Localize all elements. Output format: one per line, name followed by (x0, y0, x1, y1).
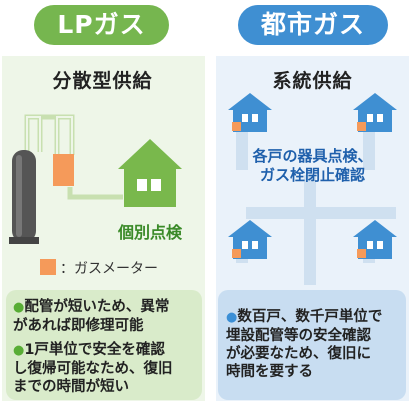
lp-note-item: ●1戸単位で安全を確認 し復帰可能なため、復旧 までの時間が短い (13, 342, 173, 395)
gas-pipe (24, 114, 123, 200)
lp-gas-diagram (9, 114, 182, 244)
city-gas-diagram (228, 93, 397, 285)
lp-gas-subtitle: 分散型供給 (52, 70, 153, 92)
city-gas-notes: ●数百戸、数千戸単位で 埋設配管等の安全確認 が必要なため、復旧に 時間を要する (218, 290, 406, 400)
meter-legend: ：ガスメーター (40, 258, 158, 278)
house-icon-top-right (353, 93, 397, 132)
city-gas-title: 都市ガス (238, 5, 388, 45)
lp-note-item: ●配管が短いため、異常 があれば即修理可能 (13, 299, 170, 334)
lp-gas-notes: ●配管が短いため、異常 があれば即修理可能 ●1戸単位で安全を確認 し復帰可能な… (6, 290, 202, 400)
appliance-inspection-line2: ガス栓閉止確認 (259, 166, 365, 184)
gas-meter-icon (53, 154, 74, 186)
gas-pipe-inner (26, 116, 73, 155)
house-icon-top-left (228, 93, 272, 132)
bullet-icon: ● (13, 343, 25, 358)
city-note-item: ●数百戸、数千戸単位で 埋設配管等の安全確認 が必要なため、復旧に 時間を要する (226, 309, 383, 380)
gas-meter-icons (232, 122, 366, 258)
gas-cylinder-icon (9, 150, 39, 244)
city-gas-subtitle: 系統供給 (272, 70, 353, 92)
lp-gas-title: LPガス (34, 5, 169, 45)
meter-legend-swatch (40, 259, 56, 275)
house-icon (118, 139, 182, 207)
meter-legend-text: ：ガスメーター (60, 261, 158, 277)
individual-inspection-label: 個別点検 (118, 223, 183, 242)
bullet-icon: ● (13, 300, 25, 315)
appliance-inspection-label: 各戸の器具点検、 ガス栓閉止確認 (216, 147, 409, 185)
appliance-inspection-line1: 各戸の器具点検、 (252, 147, 373, 165)
bullet-icon: ● (226, 310, 238, 325)
